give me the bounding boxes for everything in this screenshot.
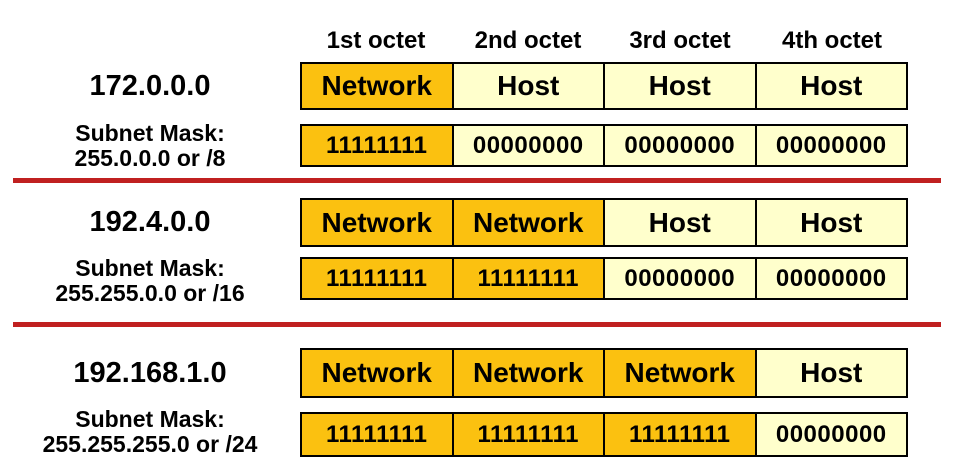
octet-header-1: 1st octet: [326, 27, 426, 54]
octet-bits-cell: 11111111: [605, 412, 757, 457]
ip-address: 172.0.0.0: [89, 69, 211, 102]
octet-bits-cell: 00000000: [756, 257, 908, 300]
subnet-mask-label: Subnet Mask:: [75, 120, 225, 146]
subnet-mask-value: 255.0.0.0 or /8: [74, 145, 226, 171]
octet-header-4: 4th octet: [781, 27, 882, 54]
octet-bits-cell: 00000000: [605, 257, 757, 300]
section-divider: [13, 178, 941, 183]
subnet-mask-label: Subnet Mask:: [75, 406, 225, 432]
octet-role-cell: Network: [300, 198, 454, 247]
octet-role-row: Network Network Host Host: [300, 198, 908, 247]
octet-role-cell: Host: [453, 62, 605, 110]
octet-role-row: Network Host Host Host: [300, 62, 908, 110]
octet-role-cell: Network: [300, 62, 454, 110]
subnet-mask-label: Subnet Mask:: [75, 255, 225, 281]
octet-bits-row: 11111111 11111111 00000000 00000000: [300, 257, 908, 300]
octet-bits-cell: 11111111: [453, 257, 605, 300]
octet-bits-row: 11111111 00000000 00000000 00000000: [300, 124, 908, 167]
octet-header-3: 3rd octet: [629, 27, 731, 54]
octet-bits-cell: 00000000: [756, 412, 908, 457]
octet-role-cell: Network: [453, 198, 605, 247]
octet-role-cell: Network: [605, 348, 757, 398]
octet-role-cell: Network: [453, 348, 605, 398]
octet-bits-cell: 11111111: [300, 257, 454, 300]
octet-bits-cell: 00000000: [453, 124, 605, 167]
octet-bits-cell: 00000000: [605, 124, 757, 167]
subnet-mask: Subnet Mask: 255.0.0.0 or /8: [6, 121, 294, 171]
octet-role-cell: Host: [756, 198, 908, 247]
subnet-mask: Subnet Mask: 255.255.0.0 or /16: [6, 256, 294, 306]
subnet-mask-value: 255.255.0.0 or /16: [55, 280, 245, 306]
octet-header-row: 1st octet 2nd octet 3rd octet 4th octet: [300, 27, 908, 54]
octet-header-2: 2nd octet: [474, 27, 582, 54]
octet-role-row: Network Network Network Host: [300, 348, 908, 398]
octet-role-cell: Host: [756, 62, 908, 110]
subnet-mask-value: 255.255.255.0 or /24: [42, 431, 258, 457]
section-divider: [13, 322, 941, 327]
ip-address: 192.4.0.0: [89, 206, 211, 238]
octet-role-cell: Host: [605, 62, 757, 110]
octet-bits-cell: 11111111: [300, 124, 454, 167]
ip-address: 192.168.1.0: [73, 356, 227, 389]
octet-role-cell: Host: [605, 198, 757, 247]
octet-role-cell: Network: [300, 348, 454, 398]
octet-bits-cell: 00000000: [756, 124, 908, 167]
octet-bits-cell: 11111111: [453, 412, 605, 457]
subnet-mask: Subnet Mask: 255.255.255.0 or /24: [6, 407, 294, 457]
octet-bits-cell: 11111111: [300, 412, 454, 457]
octet-role-cell: Host: [756, 348, 908, 398]
octet-bits-row: 11111111 11111111 11111111 00000000: [300, 412, 908, 457]
